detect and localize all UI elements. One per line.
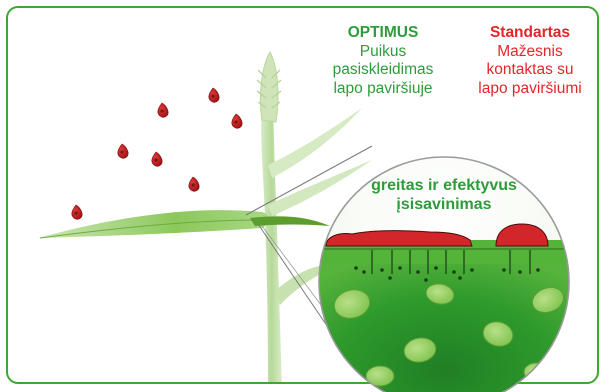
absorption-line-1: greitas ir efektyvus: [322, 176, 566, 195]
droplets: [72, 88, 242, 219]
standard-line-2: kontaktas su: [460, 61, 600, 80]
standard-line-3: lapo paviršiumi: [460, 80, 600, 99]
optimus-line-3: lapo paviršiuje: [331, 80, 435, 99]
optimus-label: OPTIMUS Puikus pasiskleidimas lapo pavir…: [331, 24, 435, 98]
absorption-line-2: įsisavinimas: [322, 195, 566, 214]
standard-line-1: Mažesnis: [460, 43, 600, 62]
upper-leaf: [268, 108, 362, 178]
optimus-title: OPTIMUS: [331, 24, 435, 43]
standard-label: Standartas Mažesnis kontaktas su lapo pa…: [460, 24, 600, 98]
absorption-caption: greitas ir efektyvus įsisavinimas: [322, 176, 566, 214]
optimus-line-2: pasiskleidimas: [331, 61, 435, 80]
wheat-ear: [260, 52, 278, 122]
standard-title: Standartas: [460, 24, 600, 43]
optimus-line-1: Puikus: [331, 43, 435, 62]
